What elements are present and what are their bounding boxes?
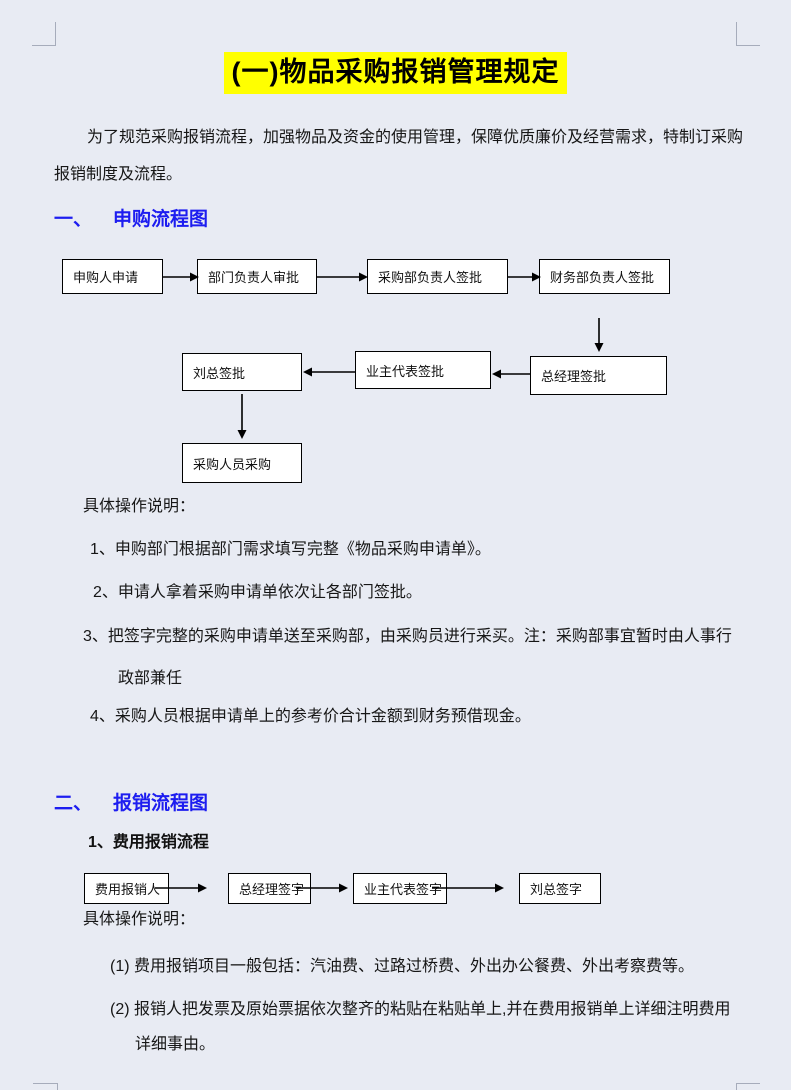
flow2-node-owner-rep-sign: 业主代表签字 [353, 873, 447, 904]
flow-node-label: 刘总签批 [193, 365, 246, 381]
flow2-node-liu-sign: 刘总签字 [519, 873, 601, 904]
arrow-right-icon [317, 272, 368, 282]
section1-item-1: 1、申购部门根据部门需求填写完整《物品采购申请单》。 [90, 541, 491, 558]
flow-node-label: 总经理签批 [541, 369, 607, 384]
margin-mark-top-right-vertical [736, 22, 737, 46]
intro-line-2: 报销制度及流程。 [54, 166, 183, 183]
margin-mark-bottom-left-horizontal [33, 1083, 57, 1084]
flow-node-label: 采购部负责人签批 [378, 270, 483, 285]
page-title: (一)物品采购报销管理规定 [223, 52, 568, 94]
flow2-node-claimant: 费用报销人 [84, 873, 169, 904]
section2-item-1: (1) 费用报销项目一般包括：汽油费、过路过桥费、外出办公餐费、外出考察费等。 [110, 958, 695, 975]
arrow-left-icon [492, 369, 530, 379]
margin-mark-bottom-left-vertical [57, 1083, 58, 1090]
arrow-left-icon [303, 367, 355, 377]
flow1-node-applicant-request: 申购人申请 [62, 259, 163, 294]
flow-node-label: 采购人员采购 [193, 456, 272, 472]
flow1-node-gm-sign: 总经理签批 [530, 356, 667, 395]
flow1-node-purchasing-head-sign: 采购部负责人签批 [367, 259, 508, 294]
section2-subheading: 1、费用报销流程 [88, 834, 209, 851]
flow-node-label: 业主代表签批 [366, 363, 445, 379]
section1-title: 申购流程图 [113, 209, 209, 230]
section2-title: 报销流程图 [113, 793, 209, 814]
flow-node-label: 财务部负责人签批 [550, 270, 655, 285]
flow-node-label: 部门负责人审批 [208, 270, 300, 285]
arrow-right-icon [296, 883, 348, 893]
flow-node-label: 申购人申请 [73, 270, 139, 285]
flow-node-label: 费用报销人 [95, 882, 161, 897]
margin-mark-top-left-horizontal [32, 45, 56, 46]
margin-mark-bottom-right-vertical [736, 1083, 737, 1090]
section2-ops-label: 具体操作说明： [83, 911, 196, 928]
section1-ops-label: 具体操作说明： [83, 498, 196, 515]
section2-item-2-line-1: (2) 报销人把发票及原始票据依次整齐的粘贴在粘贴单上,并在费用报销单上详细注明… [110, 1001, 731, 1018]
title-row: (一)物品采购报销管理规定 [0, 52, 791, 94]
flow-node-label: 总经理签字 [239, 882, 305, 897]
section1-item-4: 4、采购人员根据申请单上的参考价合计金额到财务预借现金。 [90, 708, 531, 725]
flow1-node-liu-sign: 刘总签批 [182, 353, 302, 391]
arrow-right-icon [432, 883, 504, 893]
margin-mark-top-right-horizontal [736, 45, 760, 46]
arrow-down-icon [594, 318, 604, 352]
intro-line-1: 为了规范采购报销流程，加强物品及资金的使用管理，保障优质廉价及经营需求，特制订采… [87, 129, 744, 146]
margin-mark-bottom-right-horizontal [736, 1083, 760, 1084]
section1-number: 一、 [54, 209, 93, 230]
margin-mark-top-left-vertical [55, 22, 56, 46]
arrow-right-icon [507, 272, 541, 282]
flow1-node-dept-head-review: 部门负责人审批 [197, 259, 317, 294]
section2-heading: 二、报销流程图 [54, 788, 208, 815]
section1-item-2: 2、申请人拿着采购申请单依次让各部门签批。 [93, 584, 422, 601]
flow1-node-owner-rep-sign: 业主代表签批 [355, 351, 491, 389]
section1-item-3-line-1: 3、把签字完整的采购申请单送至采购部，由采购员进行采买。注：采购部事宜暂时由人事… [83, 628, 732, 645]
section1-item-3-line-2: 政部兼任 [118, 670, 183, 687]
arrow-down-icon [237, 394, 247, 439]
flow-node-label: 刘总签字 [530, 882, 583, 897]
section2-number: 二、 [54, 793, 93, 814]
flow1-node-finance-head-sign: 财务部负责人签批 [539, 259, 670, 294]
arrow-right-icon [155, 883, 207, 893]
flow1-node-purchase-exec: 采购人员采购 [182, 443, 302, 483]
flow-node-label: 业主代表签字 [364, 882, 443, 897]
section2-item-2-line-2: 详细事由。 [135, 1036, 216, 1053]
arrow-right-icon [162, 272, 199, 282]
section1-heading: 一、申购流程图 [54, 204, 208, 231]
